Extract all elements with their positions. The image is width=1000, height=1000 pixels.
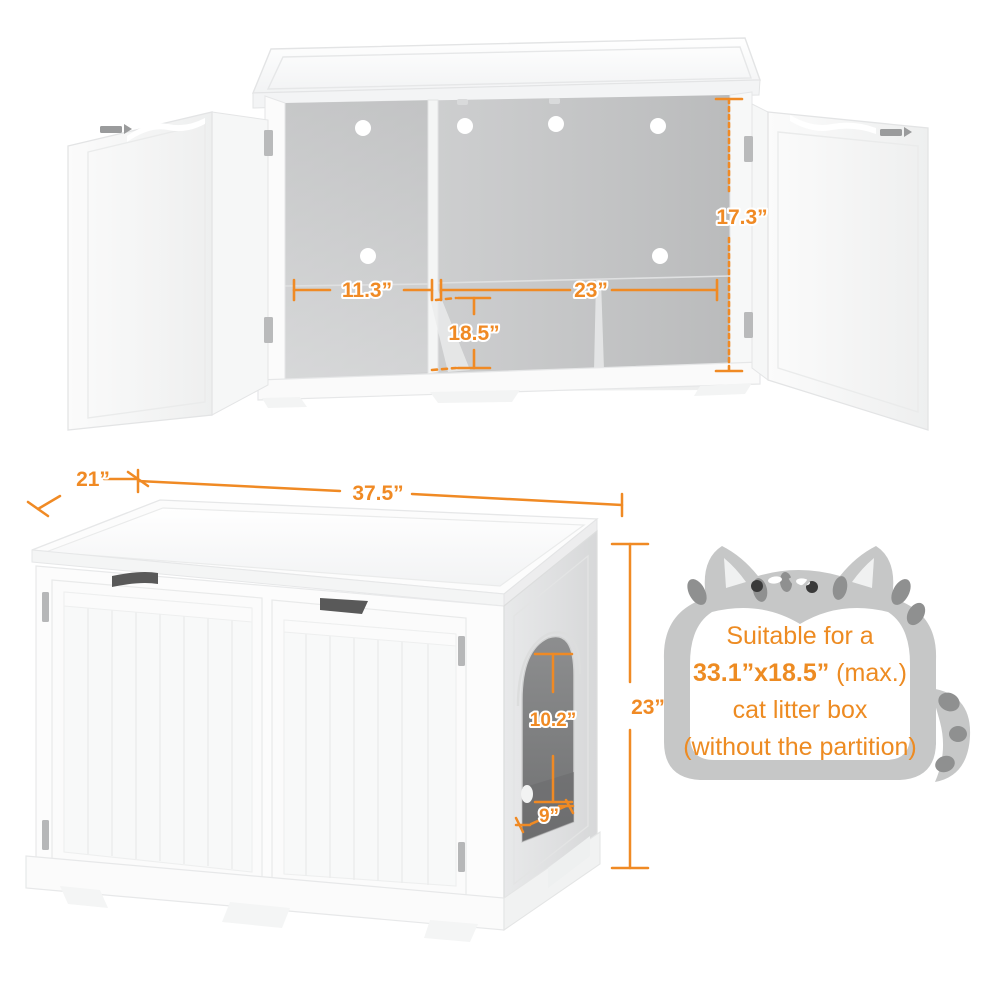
vent-hole	[652, 248, 668, 264]
dim-overall-height: 23”	[631, 696, 665, 719]
callout-size-value: 33.1”x18.5”	[693, 659, 829, 687]
door-handle-right	[320, 598, 368, 614]
hinge-icon	[42, 592, 49, 622]
top-open-cabinet-illustration: 11.3” 23” 18.5” 17.3”	[67, 37, 929, 431]
vent-hole	[355, 120, 371, 136]
beadboard-slats-right	[305, 621, 429, 885]
vent-hole	[457, 118, 473, 134]
cat-callout: Suitable for a 33.1”x18.5” (max.) cat li…	[663, 546, 971, 782]
dim-right-compartment-width: 23”	[574, 279, 608, 302]
right-door-open[interactable]	[744, 103, 929, 431]
brand-logo-right-door	[880, 127, 912, 137]
left-door-open[interactable]	[67, 111, 273, 431]
cat-eye-left	[751, 580, 763, 592]
cabinet-right-side-panel	[503, 529, 598, 904]
cat-head-outline	[663, 546, 937, 780]
bottom-closed-cabinet-illustration: 21” 37.5” 23” 10.2” 9”	[25, 466, 667, 942]
cabinet-base-plinth-bottom	[25, 830, 601, 942]
cabinet-top-surface	[31, 499, 599, 608]
vent-hole	[650, 118, 666, 134]
vent-hole	[360, 248, 376, 264]
right-door-closed[interactable]	[271, 598, 467, 899]
hinge-icon	[458, 842, 465, 872]
dim-interior-depth: 18.5”	[448, 322, 499, 345]
vent-hole	[548, 116, 564, 132]
callout-line-1: Suitable for a	[726, 622, 873, 650]
dim-overall-depth: 21”	[76, 468, 110, 491]
dim-entrance-height: 10.2”	[530, 710, 576, 731]
callout-size-suffix: (max.)	[829, 659, 907, 687]
cabinet-base-plinth	[257, 361, 761, 408]
dim-left-compartment-width: 11.3”	[342, 279, 392, 302]
bottom-view-dimensions	[26, 468, 650, 870]
callout-line-3: cat litter box	[733, 696, 868, 724]
beadboard-slats-left	[87, 594, 233, 869]
brand-logo-left-door	[100, 124, 132, 134]
cabinet-top-panel	[251, 37, 761, 109]
dim-interior-height: 17.3”	[716, 206, 767, 229]
dim-entrance-width: 9”	[539, 806, 559, 827]
callout-line-2: 33.1”x18.5” (max.)	[693, 659, 907, 687]
hinge-icon	[458, 636, 465, 666]
callout-line-4: (without the partition)	[683, 733, 916, 761]
cat-tail	[924, 688, 971, 782]
hinge-icon	[42, 820, 49, 850]
top-view-dimensions	[292, 97, 744, 373]
cabinet-interior	[284, 95, 731, 392]
hinge-icon	[264, 317, 273, 343]
hinge-icon	[744, 312, 753, 338]
cat-entrance-hole	[516, 631, 582, 844]
hinge-icon	[264, 130, 273, 156]
dim-overall-width: 37.5”	[352, 482, 403, 505]
left-door-closed[interactable]	[42, 572, 263, 885]
hinge-icon	[744, 136, 753, 162]
door-handle-left	[112, 572, 158, 587]
